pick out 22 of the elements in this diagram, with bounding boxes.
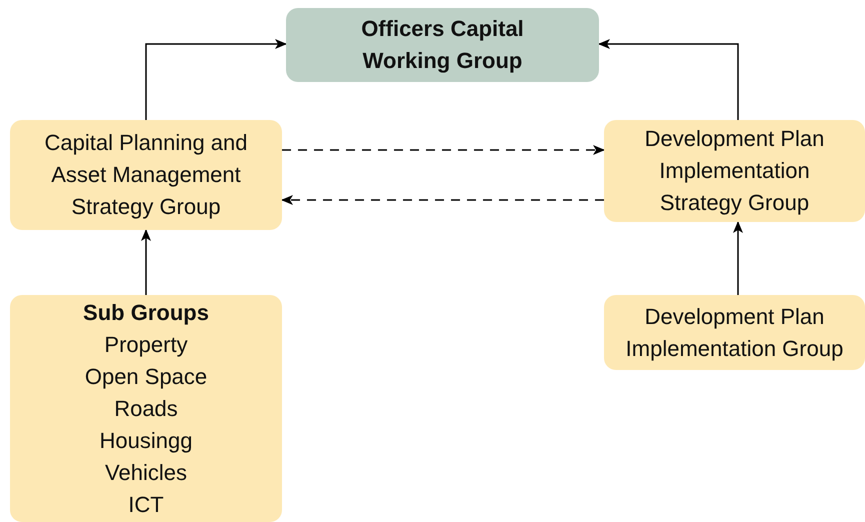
arrow xyxy=(281,195,604,205)
group-label: Development Plan Implementation Group xyxy=(624,302,844,363)
group-heading: Sub Groups xyxy=(83,298,209,327)
group-box xyxy=(604,295,865,370)
group-box xyxy=(286,8,599,82)
group-item: ICT xyxy=(128,490,164,518)
group-label: Capital Planning and Asset Management Strategy Group xyxy=(43,129,249,221)
group-box xyxy=(604,120,865,222)
group-item: Housingg xyxy=(100,426,192,455)
group-box xyxy=(10,120,282,230)
arrow xyxy=(282,145,605,155)
group-box xyxy=(10,295,282,522)
group-item: Roads xyxy=(114,394,178,422)
group-item: Open Space xyxy=(84,362,208,391)
arrow xyxy=(145,39,287,120)
arrow xyxy=(141,229,151,295)
group-item: Vehicles xyxy=(105,458,187,486)
group-item: Property xyxy=(104,330,188,359)
arrow xyxy=(733,221,743,295)
group-label: Development Plan Implementation Strategy Group xyxy=(644,125,826,217)
group-label: Officers Capital Working Group xyxy=(360,15,525,75)
arrow xyxy=(598,39,739,120)
